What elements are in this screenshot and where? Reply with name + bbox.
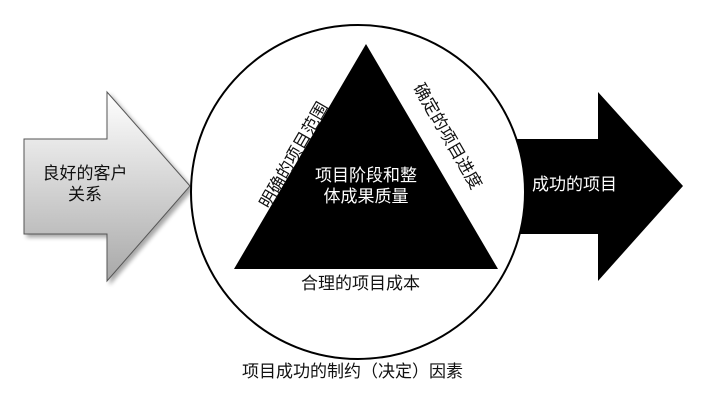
- right-arrow-label: 成功的项目: [532, 175, 617, 195]
- diagram-caption: 项目成功的制约（决定）因素: [242, 362, 463, 382]
- triangle-center-line1: 项目阶段和整: [315, 166, 417, 186]
- triangle-shape: [234, 44, 498, 269]
- triangle-center-label: 项目阶段和整 体成果质量: [296, 166, 436, 209]
- triangle-center-line2: 体成果质量: [323, 187, 409, 208]
- left-arrow-label: 良好的客户 关系: [30, 164, 140, 207]
- right-arrow-shape: [515, 92, 683, 281]
- left-arrow-label-line1: 良好的客户: [42, 164, 128, 184]
- left-arrow-label-line2: 关系: [68, 185, 102, 206]
- left-arrow-shape: [23, 90, 191, 283]
- triangle-bottom-label: 合理的项目成本: [301, 274, 420, 294]
